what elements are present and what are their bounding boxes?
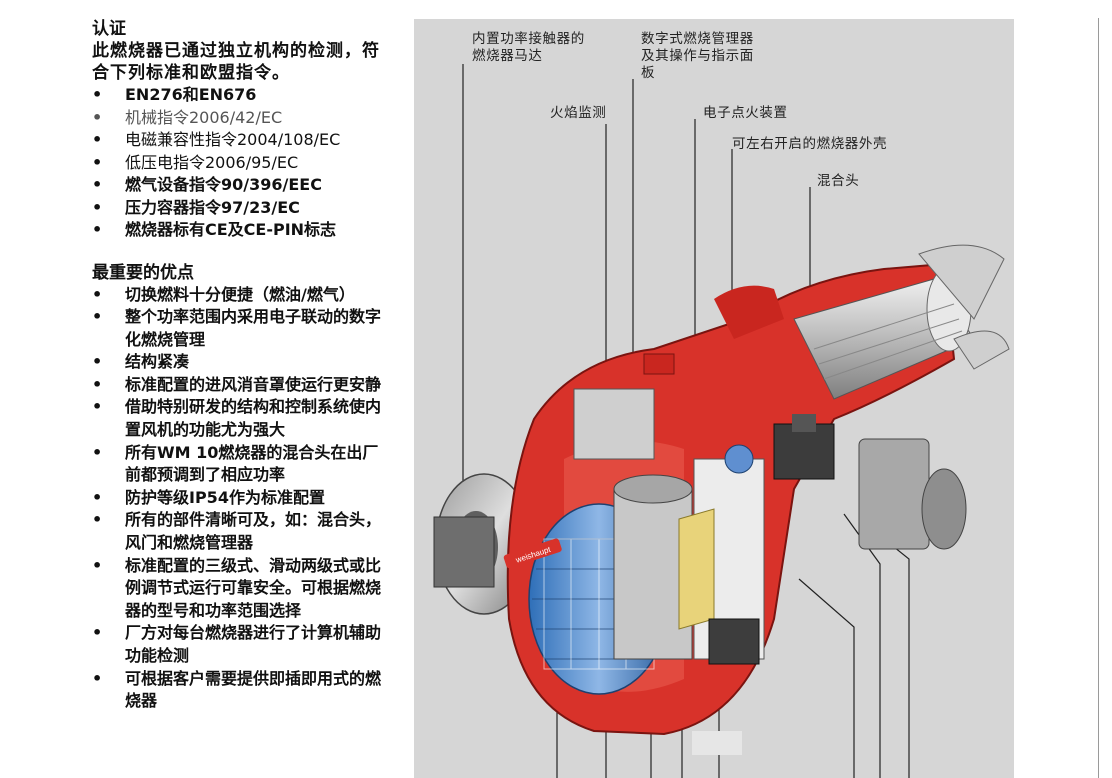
cert-list: EN276和EN676 机械指令2006/42/EC 电磁兼容性指令2004/1…	[92, 84, 382, 242]
label-manager: 数字式燃烧管理器 及其操作与指示面 板	[641, 31, 754, 81]
burner-illustration: weishaupt	[433, 64, 1010, 778]
label-motor: 内置功率接触器的 燃烧器马达	[472, 31, 585, 64]
gas-valve-assembly	[708, 414, 967, 665]
label-housing: 可左右开启的燃烧器外壳	[732, 136, 888, 152]
list-item: 切换燃料十分便捷（燃油/燃气）	[92, 284, 382, 307]
air-intake	[573, 353, 675, 460]
list-item: 所有WM 10燃烧器的混合头在出厂前都预调到了相应功率	[92, 442, 382, 487]
list-item: 整个功率范围内采用电子联动的数字化燃烧管理	[92, 306, 382, 351]
list-item: 可根据客户需要提供即插即用式的燃烧器	[92, 668, 382, 713]
list-item: 燃烧器标有CE及CE-PIN标志	[92, 219, 382, 242]
list-item: 所有的部件清晰可及，如：混合头，风门和燃烧管理器	[92, 509, 382, 554]
list-item: 低压电指令2006/95/EC	[92, 152, 382, 175]
advantages-title: 最重要的优点	[92, 262, 194, 283]
list-item: 压力容器指令97/23/EC	[92, 197, 382, 220]
label-mixhead: 混合头	[817, 173, 860, 189]
text-column: 认证 此燃烧器已通过独立机构的检测，符合下列标准和欧盟指令。 EN276和EN6…	[92, 18, 382, 713]
blast-tube	[793, 244, 1010, 400]
panel-patch	[692, 731, 742, 755]
list-item: 厂方对每台燃烧器进行了计算机辅助功能检测	[92, 622, 382, 667]
label-ignition: 电子点火装置	[703, 105, 788, 121]
list-item: 借助特别研发的结构和控制系统使内置风机的功能尤为强大	[92, 396, 382, 441]
burner-figure: weishaupt 内置功率接触器的 燃烧器马达 数字式燃烧管理器 及其操作与指…	[414, 19, 1014, 778]
advantages-list: 切换燃料十分便捷（燃油/燃气） 整个功率范围内采用电子联动的数字化燃烧管理 结构…	[92, 284, 382, 713]
list-item: 机械指令2006/42/EC	[92, 107, 382, 130]
list-item: 结构紧凑	[92, 351, 382, 374]
list-item: 燃气设备指令90/396/EEC	[92, 174, 382, 197]
list-item: 标准配置的三级式、滑动两级式或比例调节式运行可靠安全。可根据燃烧器的型号和功率范…	[92, 555, 382, 623]
list-item: 电磁兼容性指令2004/108/EC	[92, 129, 382, 152]
list-item: EN276和EN676	[92, 84, 382, 107]
list-item: 防护等级IP54作为标准配置	[92, 487, 382, 510]
label-flame: 火焰监测	[550, 105, 607, 121]
list-item: 标准配置的进风消音罩使运行更安静	[92, 374, 382, 397]
cert-intro: 此燃烧器已通过独立机构的检测，符合下列标准和欧盟指令。	[92, 41, 380, 83]
page-edge-rule	[1098, 18, 1099, 778]
cert-title: 认证	[92, 19, 126, 39]
